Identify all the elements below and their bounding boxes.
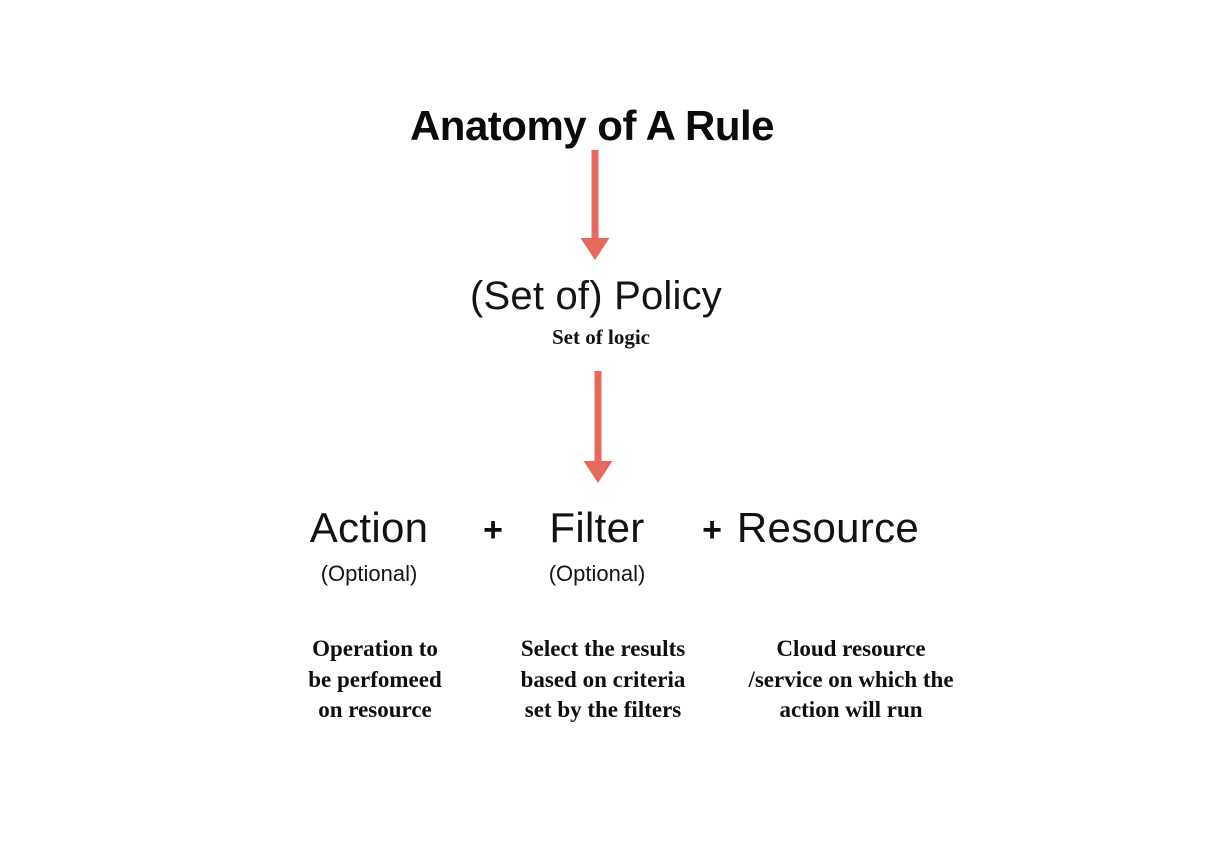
descriptions-row: Operation to be perfomeed on resource Se… [0, 634, 1216, 734]
description-filter-line-3: set by the filters [524, 697, 682, 722]
component-term-filter: Filter [549, 504, 645, 551]
component-term-resource: Resource [736, 504, 920, 551]
description-resource-line-1: Cloud resource [776, 636, 926, 661]
description-resource: Cloud resource /service on which the act… [721, 634, 981, 726]
policy-subtitle: Set of logic [552, 325, 650, 349]
description-action-line-1: Operation to [312, 636, 438, 661]
page-title: Anatomy of A Rule [409, 102, 775, 149]
arrow-title-to-policy-icon [575, 150, 615, 262]
description-action-line-3: on resource [318, 697, 432, 722]
description-resource-line-2: /service on which the [748, 666, 954, 692]
description-filter: Select the results based on criteria set… [493, 634, 713, 726]
description-resource-line-3: action will run [779, 697, 923, 722]
description-action: Operation to be perfomeed on resource [265, 634, 485, 726]
description-action-line-2: be perfomeed [308, 666, 442, 692]
optional-tag-filter: (Optional) [548, 561, 646, 586]
policy-heading: (Set of) Policy [470, 274, 722, 318]
plus-operator-1: + [483, 511, 503, 549]
description-filter-line-2: based on criteria [520, 666, 686, 692]
plus-operator-2: + [702, 511, 722, 549]
components-row: Action + Filter + Resource [0, 502, 1216, 556]
component-term-action: Action [309, 504, 429, 551]
description-filter-line-1: Select the results [520, 636, 686, 661]
optional-tag-action: (Optional) [320, 561, 418, 586]
arrow-policy-to-components-icon [578, 371, 618, 485]
